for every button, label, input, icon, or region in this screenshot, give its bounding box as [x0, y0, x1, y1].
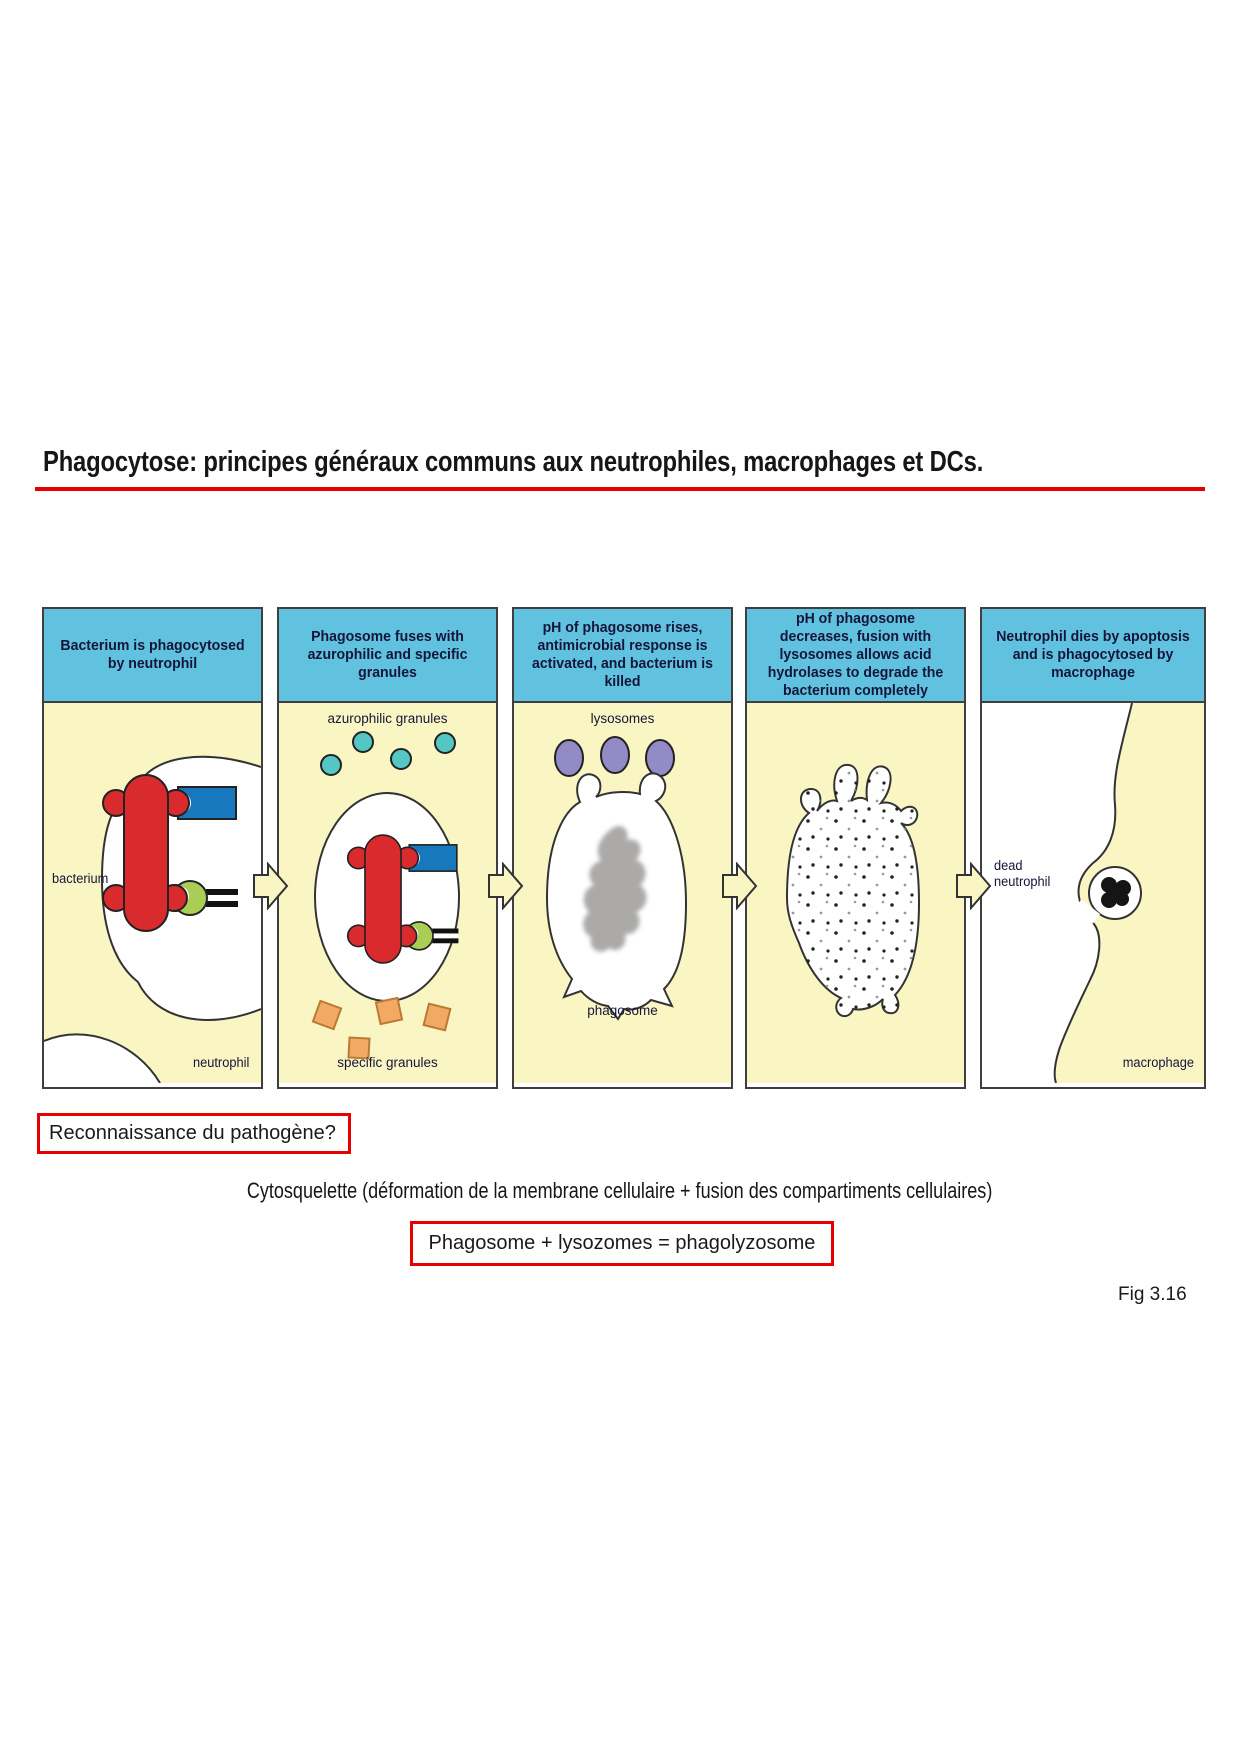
panel-4-body — [747, 703, 964, 1085]
figure-reference: Fig 3.16 — [1118, 1284, 1187, 1305]
neutrophil-engulfing-diagram — [44, 703, 261, 1083]
panel-3-header: pH of phagosome rises, antimicrobial res… — [514, 609, 731, 703]
label-neutrophil: neutrophil — [192, 1055, 249, 1070]
panel-4-header: pH of phagosome decreases, fusion with l… — [747, 609, 964, 703]
label-macrophage: macrophage — [1122, 1055, 1194, 1070]
panel-5-body: dead neutrophil macrophage — [982, 703, 1204, 1085]
macrophage-engulfing-diagram — [982, 703, 1204, 1083]
panel-1-header-text: Bacterium is phagocytosed by neutrophil — [60, 637, 245, 672]
phagosome-lysosomes-diagram — [514, 703, 731, 1083]
panel-5-header: Neutrophil dies by apoptosis and is phag… — [982, 609, 1204, 703]
panel-1-body: bacterium neutrophil — [44, 703, 261, 1085]
cytoskeleton-note: Cytosquelette (déformation de la membran… — [0, 1178, 1240, 1204]
panel-5-header-text: Neutrophil dies by apoptosis and is phag… — [996, 628, 1190, 681]
label-dead-neutrophil: dead neutrophil — [994, 858, 1051, 890]
panel-3-bacterium-killed: pH of phagosome rises, antimicrobial res… — [512, 607, 733, 1089]
phagolysosome-diagram — [747, 703, 964, 1083]
step-arrow-1 — [253, 862, 289, 910]
step-arrow-4 — [956, 862, 992, 910]
step-arrow-3 — [722, 862, 758, 910]
panel-2-granule-fusion: Phagosome fuses with azurophilic and spe… — [277, 607, 498, 1089]
phagolysosome-equation-box: Phagosome + lysozomes = phagolyzosome — [410, 1221, 834, 1266]
panel-1-header: Bacterium is phagocytosed by neutrophil — [44, 609, 261, 703]
page-title: Phagocytose: principes généraux communs … — [43, 446, 984, 478]
title-underline — [35, 487, 1205, 491]
panel-3-header-text: pH of phagosome rises, antimicrobial res… — [531, 619, 714, 690]
cytoskeleton-note-text: Cytosquelette (déformation de la membran… — [247, 1178, 993, 1203]
panel-1-bacterium-phagocytosed: Bacterium is phagocytosed by neutrophil … — [42, 607, 263, 1089]
recognition-question-text: Reconnaissance du pathogène? — [49, 1122, 336, 1144]
label-phagosome: phagosome — [587, 1003, 658, 1018]
panel-2-header-text: Phagosome fuses with azurophilic and spe… — [307, 628, 468, 681]
phagocytosis-figure: Bacterium is phagocytosed by neutrophil … — [42, 607, 1206, 1089]
panel-2-body: azurophilic granules specific granules — [279, 703, 496, 1085]
panel-3-body: lysosomes phagosome — [514, 703, 731, 1085]
panel-4-header-text: pH of phagosome decreases, fusion with l… — [767, 610, 944, 699]
panel-2-header: Phagosome fuses with azurophilic and spe… — [279, 609, 496, 703]
label-lysosomes: lysosomes — [590, 711, 655, 726]
phagosome-granules-diagram — [279, 703, 496, 1083]
panel-5-apoptosis-macrophage: Neutrophil dies by apoptosis and is phag… — [980, 607, 1206, 1089]
step-arrow-2 — [488, 862, 524, 910]
label-azurophilic-granules: azurophilic granules — [327, 711, 448, 726]
phagolysosome-equation-text: Phagosome + lysozomes = phagolyzosome — [428, 1232, 816, 1254]
label-specific-granules: specific granules — [337, 1055, 438, 1070]
recognition-question-box: Reconnaissance du pathogène? — [37, 1113, 351, 1154]
panel-4-degradation: pH of phagosome decreases, fusion with l… — [745, 607, 966, 1089]
label-bacterium: bacterium — [52, 871, 109, 886]
